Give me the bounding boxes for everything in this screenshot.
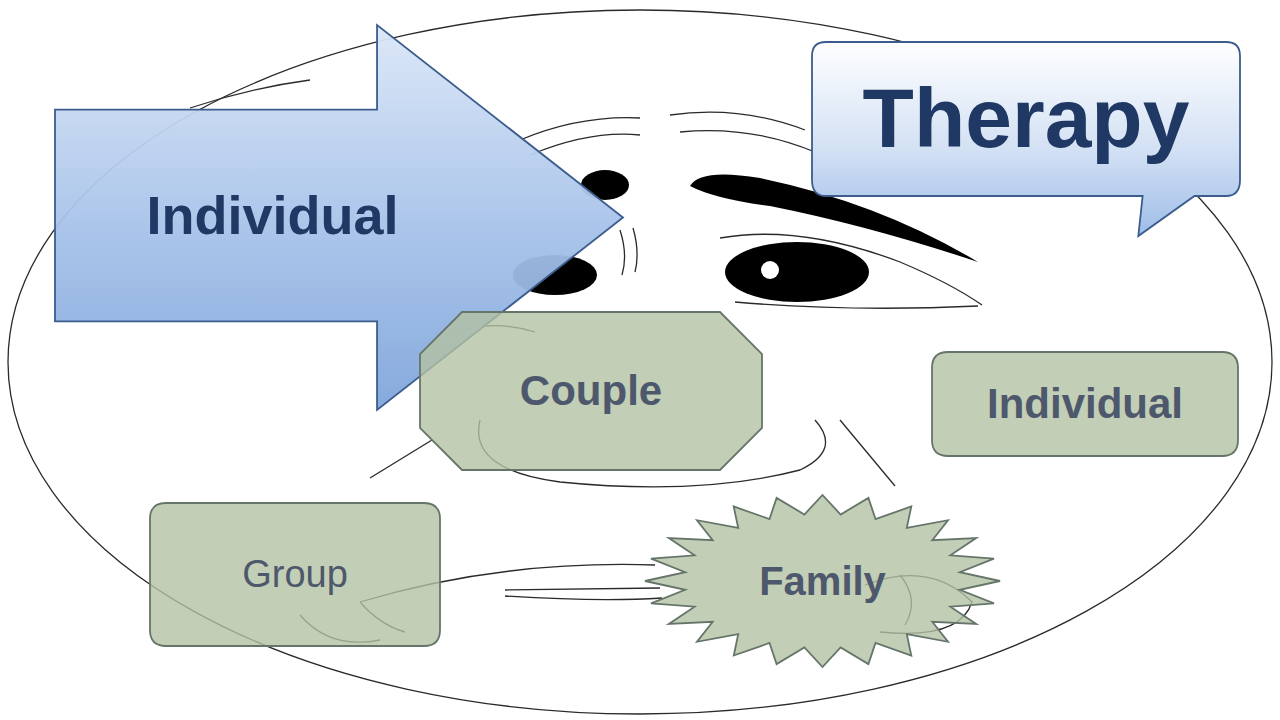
eye-line [633, 228, 637, 272]
wrinkle-line [670, 112, 805, 130]
text-area: Individual [932, 352, 1238, 456]
wrinkle-line [680, 131, 815, 152]
text-area: Family [645, 495, 1000, 667]
text-area: Group [150, 503, 440, 646]
rounded-box: Group [150, 503, 440, 646]
text-area: Individual [55, 110, 490, 322]
node-label: Family [759, 559, 886, 603]
face-outline [8, 10, 1272, 714]
eye-line [620, 230, 625, 275]
node-label: Individual [987, 381, 1183, 427]
text-area: Therapy [810, 40, 1242, 196]
face-outline [190, 80, 310, 108]
cheek-line [840, 420, 895, 486]
octagon-box: Couple [420, 312, 762, 470]
rounded-box: Individual [932, 352, 1238, 456]
mouth-line [505, 596, 662, 600]
mouth-line [505, 588, 660, 590]
speech-bubble: Therapy [810, 40, 1242, 238]
octagon-box [420, 312, 762, 470]
node-label: Group [242, 554, 348, 596]
cheek-line [370, 440, 432, 478]
node-label: Couple [520, 368, 662, 414]
text-area: Couple [420, 312, 762, 470]
rounded-box [932, 352, 1238, 456]
eye-highlight [761, 261, 779, 279]
eye-outline [735, 302, 978, 308]
wrinkle-line [520, 118, 640, 140]
face-lines [8, 10, 1272, 714]
starburst-shape [645, 495, 1000, 667]
rounded-box [150, 503, 440, 646]
wrinkle-line [530, 134, 640, 155]
speech-bubble [812, 42, 1240, 236]
starburst-shape: Family [645, 495, 1000, 667]
right-eye [725, 242, 869, 302]
node-label: Individual [146, 186, 398, 245]
node-label: Therapy [863, 72, 1190, 164]
